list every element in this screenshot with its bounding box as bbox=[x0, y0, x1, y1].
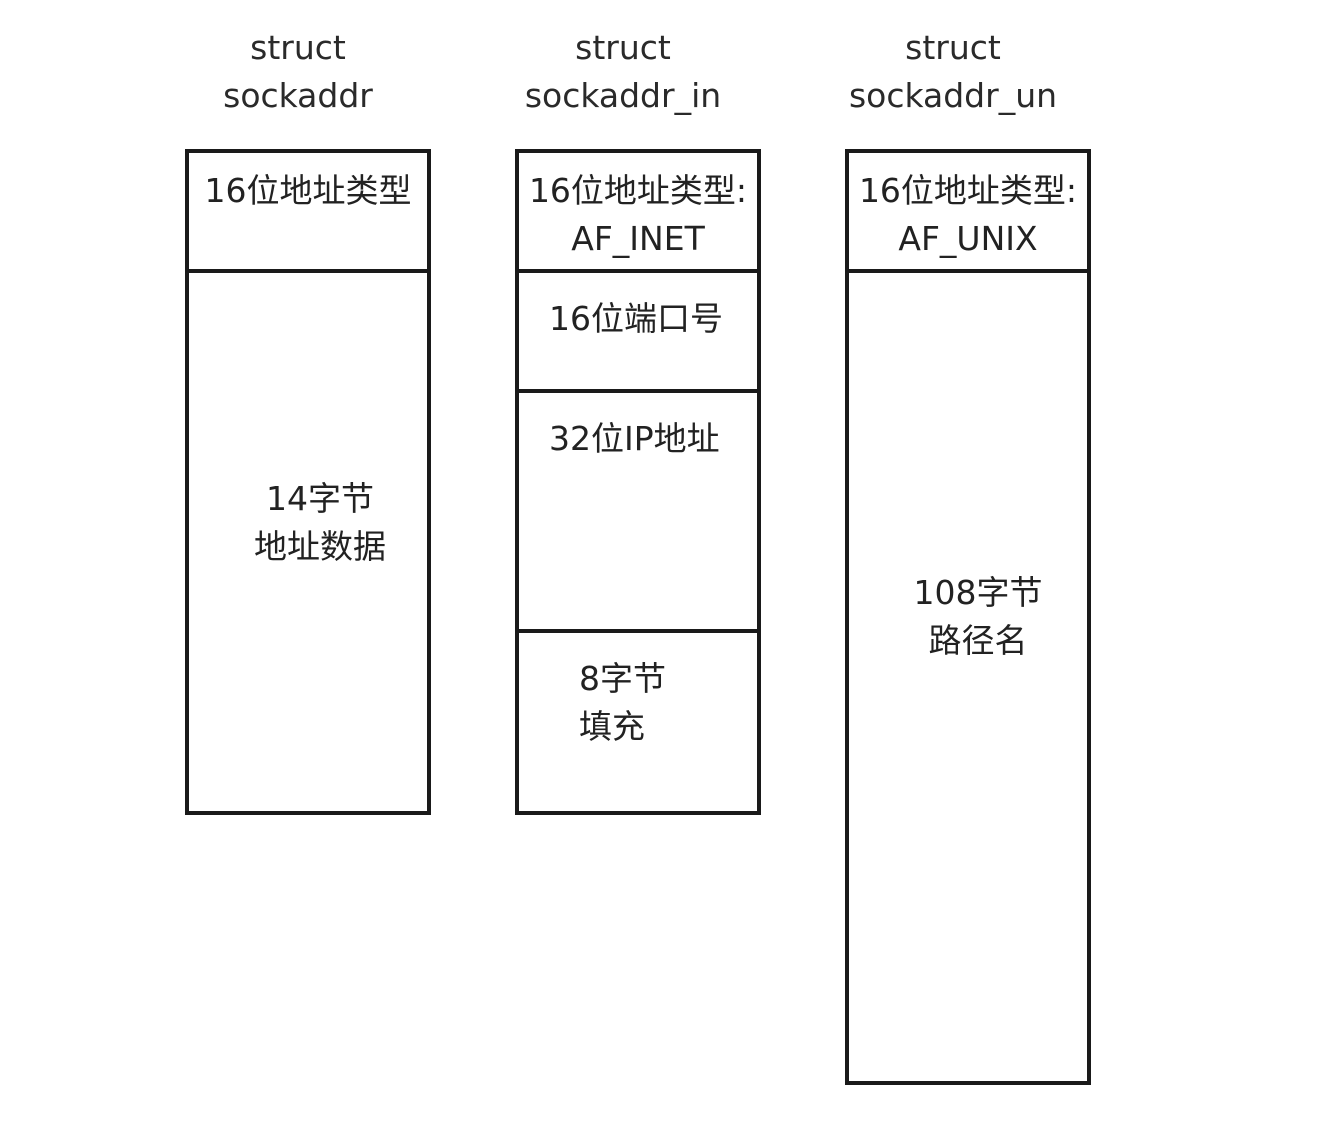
title-line-2: sockaddr_un bbox=[848, 76, 1058, 115]
field-address-family: 16位地址类型: AF_UNIX bbox=[849, 153, 1087, 273]
field-label: 14字节 地址数据 bbox=[254, 479, 386, 566]
struct-sockaddr-un-box: 16位地址类型: AF_UNIX 108字节 路径名 bbox=[845, 149, 1091, 1085]
title-line-2: sockaddr bbox=[223, 76, 373, 115]
struct-sockaddr-box: 16位地址类型 14字节 地址数据 bbox=[185, 149, 431, 815]
field-label: 16位地址类型: AF_INET bbox=[528, 171, 748, 258]
title-line-1: struct bbox=[250, 28, 346, 67]
field-label: 8字节 填充 bbox=[579, 659, 666, 746]
title-line-2: sockaddr_in bbox=[524, 76, 722, 115]
field-address-family: 16位地址类型: AF_INET bbox=[519, 153, 757, 273]
field-label: 16位地址类型: AF_UNIX bbox=[858, 171, 1078, 258]
field-port: 16位端口号 bbox=[519, 269, 757, 393]
field-path-name: 108字节 路径名 bbox=[849, 269, 1087, 1081]
field-label: 16位端口号 bbox=[549, 299, 723, 338]
title-sockaddr-in: struct sockaddr_in bbox=[503, 24, 743, 120]
title-sockaddr: struct sockaddr bbox=[198, 24, 398, 120]
struct-sockaddr-in-box: 16位地址类型: AF_INET 16位端口号 32位IP地址 8字节 填充 bbox=[515, 149, 761, 815]
field-label: 108字节 路径名 bbox=[913, 573, 1043, 660]
field-label: 32位IP地址 bbox=[549, 419, 720, 458]
title-sockaddr-un: struct sockaddr_un bbox=[833, 24, 1073, 120]
field-padding: 8字节 填充 bbox=[519, 629, 757, 811]
title-line-1: struct bbox=[575, 28, 671, 67]
field-address-data: 14字节 地址数据 bbox=[189, 269, 427, 811]
field-address-family: 16位地址类型 bbox=[189, 153, 427, 273]
title-line-1: struct bbox=[905, 28, 1001, 67]
field-ip-address: 32位IP地址 bbox=[519, 389, 757, 633]
field-label: 16位地址类型 bbox=[204, 171, 412, 210]
